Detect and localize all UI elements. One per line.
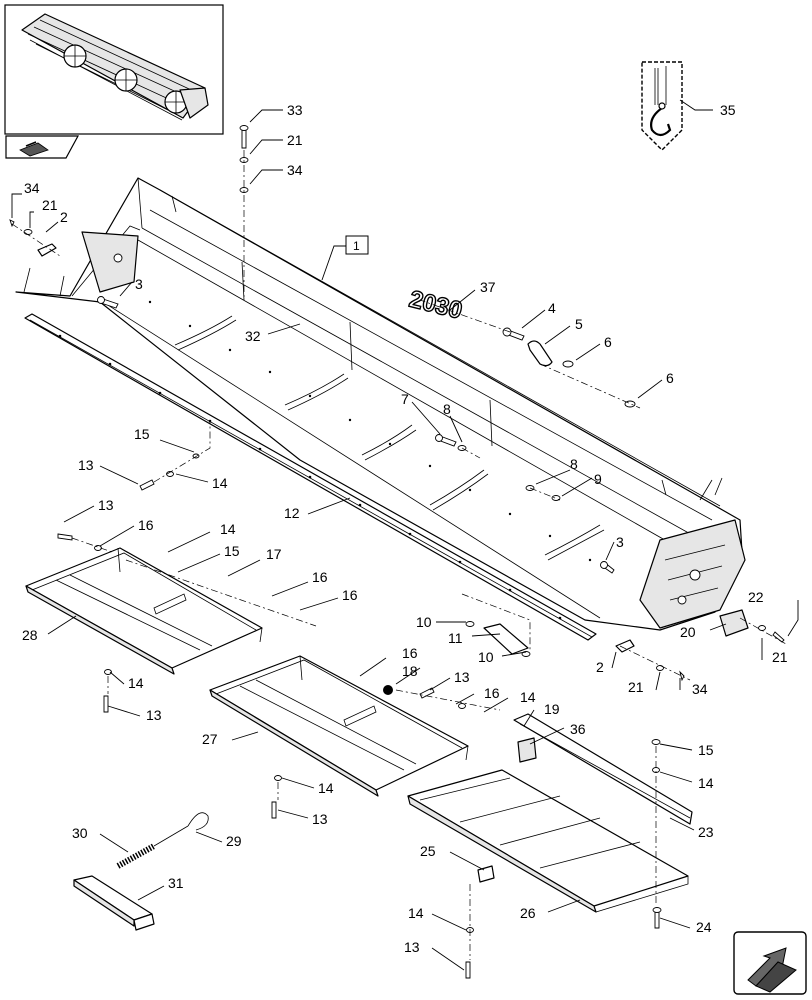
main-assembly-label: 1 xyxy=(353,239,360,253)
callout-16: 16 xyxy=(402,645,418,661)
header-frame xyxy=(15,177,746,631)
callout-3: 3 xyxy=(616,534,624,550)
side-strip-23 xyxy=(513,713,693,825)
callout-4: 4 xyxy=(548,300,556,316)
right-end-hardware xyxy=(615,609,787,682)
top-bolt-stack xyxy=(239,125,249,300)
callout-20: 20 xyxy=(680,624,696,640)
lifting-hook-decal xyxy=(641,61,683,151)
callout-35: 35 xyxy=(720,102,736,118)
callout-34: 34 xyxy=(24,180,40,196)
callout-34: 34 xyxy=(287,162,303,178)
callout-16: 16 xyxy=(138,517,154,533)
bracket-hardware xyxy=(419,299,641,409)
callout-19: 19 xyxy=(544,701,560,717)
callout-16: 16 xyxy=(342,587,358,603)
callout-27: 27 xyxy=(202,731,218,747)
callout-13: 13 xyxy=(454,669,470,685)
callout-14: 14 xyxy=(520,689,536,705)
callout-8: 8 xyxy=(443,401,451,417)
callout-10: 10 xyxy=(416,614,432,630)
callout-10: 10 xyxy=(478,649,494,665)
floor-panel-27 xyxy=(209,655,501,797)
callout-14: 14 xyxy=(128,675,144,691)
callout-34: 34 xyxy=(692,681,708,697)
callout-8: 8 xyxy=(570,456,578,472)
cutter-bar-strip xyxy=(24,313,597,641)
callout-11: 11 xyxy=(448,630,463,646)
callout-21: 21 xyxy=(42,197,58,213)
callout-32: 32 xyxy=(245,328,261,344)
callout-3: 3 xyxy=(135,276,143,292)
callout-15: 15 xyxy=(134,426,150,442)
callout-13: 13 xyxy=(404,939,420,955)
callout-14: 14 xyxy=(212,475,228,491)
callout-25: 25 xyxy=(420,843,436,859)
callout-labels: 33 21 34 34 21 2 3 32 37 35 4 5 6 6 7 8 … xyxy=(22,102,788,955)
callout-18: 18 xyxy=(402,663,418,679)
callout-12: 12 xyxy=(284,505,300,521)
callout-14: 14 xyxy=(318,780,334,796)
left-end-hardware xyxy=(9,219,61,257)
floor-panel-28 xyxy=(25,533,317,675)
floor-panel-26 xyxy=(407,769,689,913)
callout-24: 24 xyxy=(696,919,712,935)
callout-21: 21 xyxy=(772,649,788,665)
spring-assembly xyxy=(73,812,209,931)
roller-bracket-11 xyxy=(461,593,531,657)
callout-13: 13 xyxy=(78,457,94,473)
callout-2: 2 xyxy=(60,209,68,225)
callout-33: 33 xyxy=(287,102,303,118)
callout-14: 14 xyxy=(220,521,236,537)
callout-14: 14 xyxy=(408,905,424,921)
left-fastener-set xyxy=(139,420,211,491)
mount-hardware xyxy=(435,434,561,501)
callout-21: 21 xyxy=(628,679,644,695)
main-assembly-label-box: 1 xyxy=(321,235,369,281)
header-overview-thumbnail xyxy=(4,4,224,135)
callout-6: 6 xyxy=(604,334,612,350)
callout-7: 7 xyxy=(401,391,409,407)
callout-21: 21 xyxy=(287,132,303,148)
bolt-3-right xyxy=(600,561,615,574)
bolt-24 xyxy=(651,739,662,929)
bolt-3-left xyxy=(97,296,119,309)
callout-36: 36 xyxy=(570,721,586,737)
callout-13: 13 xyxy=(312,811,328,827)
next-view-arrow-button[interactable] xyxy=(733,931,807,995)
callout-9: 9 xyxy=(594,471,602,487)
callout-30: 30 xyxy=(72,825,88,841)
callout-17: 17 xyxy=(266,546,282,562)
callout-23: 23 xyxy=(698,824,714,840)
callout-15: 15 xyxy=(698,742,714,758)
callout-14: 14 xyxy=(698,775,714,791)
callout-5: 5 xyxy=(575,316,583,332)
callout-13: 13 xyxy=(98,497,114,513)
callout-37: 37 xyxy=(480,279,496,295)
callout-29: 29 xyxy=(226,833,242,849)
callout-28: 28 xyxy=(22,627,38,643)
callout-31: 31 xyxy=(168,875,184,891)
callout-15: 15 xyxy=(224,543,240,559)
callout-16: 16 xyxy=(312,569,328,585)
view-orientation-tab xyxy=(5,135,80,159)
callout-22: 22 xyxy=(748,589,764,605)
callout-6: 6 xyxy=(666,370,674,386)
callout-2: 2 xyxy=(596,659,604,675)
callout-16: 16 xyxy=(484,685,500,701)
callout-26: 26 xyxy=(520,905,536,921)
leader-lines xyxy=(11,99,799,971)
lower-fasteners xyxy=(103,669,495,979)
rail-holes xyxy=(148,300,592,562)
callout-13: 13 xyxy=(146,707,162,723)
